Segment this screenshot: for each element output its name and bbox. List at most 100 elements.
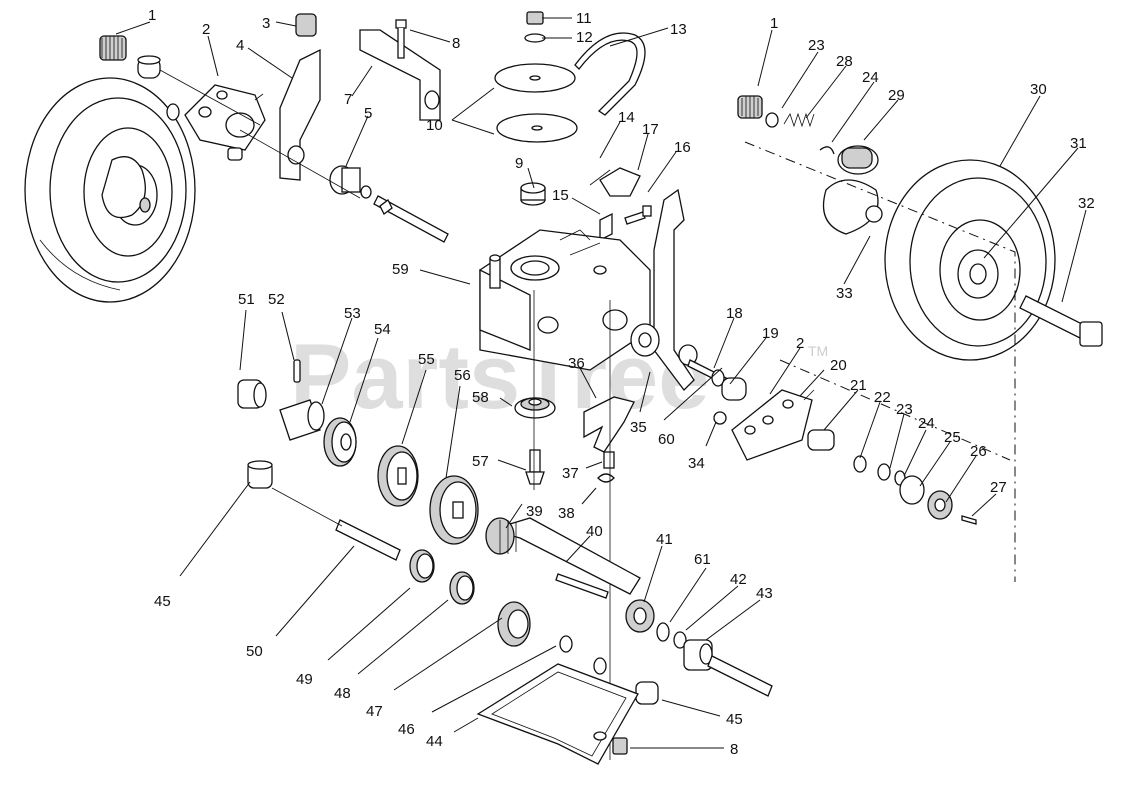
plate-33: [822, 179, 883, 235]
flanged-bushing-and-shaft: [329, 165, 449, 243]
callout-54: 54: [374, 321, 391, 338]
washer-60-hole: [638, 332, 652, 348]
callout-37: 37: [562, 465, 579, 482]
callout-39: 39: [526, 503, 543, 520]
callout-22: 22: [874, 389, 891, 406]
callout-1-right: 1: [770, 15, 778, 32]
callout-7: 7: [344, 91, 352, 108]
nut-and-washer-top: [524, 11, 546, 43]
callout-15: 15: [552, 187, 569, 204]
callout-30: 30: [1030, 81, 1047, 98]
gear-49: [409, 549, 435, 583]
pin-27: [961, 515, 977, 525]
pinion-gear-right: [737, 95, 763, 119]
left-wheel: [24, 77, 196, 303]
axle-bolt: [1019, 295, 1103, 347]
bearing-25: [899, 475, 925, 505]
callout-25: 25: [944, 429, 961, 446]
callout-28: 28: [836, 53, 853, 70]
gear-54: [323, 417, 357, 467]
callout-2-right: 2: [796, 335, 804, 352]
callout-2: 2: [202, 21, 210, 38]
callout-60: 60: [658, 431, 675, 448]
cam-29: [837, 145, 879, 175]
bushing-45-left: [247, 460, 273, 489]
screw-top: [395, 19, 407, 59]
bushing-45-right: [635, 681, 659, 705]
callout-36: 36: [568, 355, 585, 372]
bearing-26-hole: [934, 498, 946, 512]
callout-27: 27: [990, 479, 1007, 496]
screw-side: [624, 205, 652, 225]
drive-belt: [574, 32, 646, 116]
callout-35: 35: [630, 419, 647, 436]
callout-29: 29: [888, 87, 905, 104]
washer-22: [853, 455, 867, 473]
callout-26: 26: [970, 443, 987, 460]
callout-43: 43: [756, 585, 773, 602]
callout-1: 1: [148, 7, 156, 24]
callout-38: 38: [558, 505, 575, 522]
callout-61: 61: [694, 551, 711, 568]
callout-10: 10: [426, 117, 443, 134]
callout-57: 57: [472, 453, 489, 470]
gear-48: [449, 571, 475, 605]
callout-48: 48: [334, 685, 351, 702]
bearing: [514, 397, 556, 419]
bracket-plate-right: [653, 188, 698, 391]
callout-4: 4: [236, 37, 244, 54]
callout-55: 55: [418, 351, 435, 368]
callout-44: 44: [426, 733, 443, 750]
callout-49: 49: [296, 671, 313, 688]
watermark-trademark: TM: [808, 343, 828, 359]
callout-23-lower: 23: [896, 401, 913, 418]
callout-34: 34: [688, 455, 705, 472]
callout-33: 33: [836, 285, 853, 302]
callout-24-top: 24: [862, 69, 879, 86]
callout-17: 17: [642, 121, 659, 138]
bearing-41: [625, 599, 655, 633]
callout-8-top: 8: [452, 35, 460, 52]
callout-23-top: 23: [808, 37, 825, 54]
callout-5: 5: [364, 105, 372, 122]
bushing-21: [807, 429, 835, 451]
screw-bottom: [612, 737, 628, 755]
snap-ring-61: [656, 622, 670, 642]
callout-40: 40: [586, 523, 603, 540]
wheel-bracket-left: [184, 84, 266, 161]
shift-rod: [597, 451, 615, 483]
callout-20: 20: [830, 357, 847, 374]
washer-46a: [559, 635, 573, 653]
callout-52: 52: [268, 291, 285, 308]
washer-46b: [593, 657, 607, 675]
callout-47: 47: [366, 703, 383, 720]
spring-28: [783, 112, 815, 128]
washer-23-right: [765, 112, 779, 128]
knob: [295, 13, 317, 37]
callout-21: 21: [850, 377, 867, 394]
key-40: [555, 573, 609, 599]
callout-11: 11: [576, 10, 592, 27]
callout-19: 19: [762, 325, 779, 342]
callout-13: 13: [670, 21, 687, 38]
bolt-57: [525, 449, 545, 485]
washer-42: [673, 631, 687, 649]
callout-53: 53: [344, 305, 361, 322]
callout-9: 9: [515, 155, 523, 172]
callout-51: 51: [238, 291, 255, 308]
lower-cover: [476, 663, 639, 765]
callout-45-left: 45: [154, 593, 171, 610]
callout-3: 3: [262, 15, 270, 32]
bushing-43: [683, 639, 713, 671]
phantom-line-right: [744, 141, 1016, 582]
lever-bracket: [359, 29, 441, 121]
right-wheel: [884, 159, 1056, 361]
shaft-50: [271, 487, 401, 561]
callout-16: 16: [674, 139, 691, 156]
clip-24: [819, 146, 835, 155]
callout-42: 42: [730, 571, 747, 588]
callout-46: 46: [398, 721, 415, 738]
callout-labels: 1 2 3 4 5 7 8 9 10 11 12 13 14 15 16 17 …: [148, 7, 1095, 758]
callout-59: 59: [392, 261, 409, 278]
callout-8-bottom: 8: [730, 741, 738, 758]
